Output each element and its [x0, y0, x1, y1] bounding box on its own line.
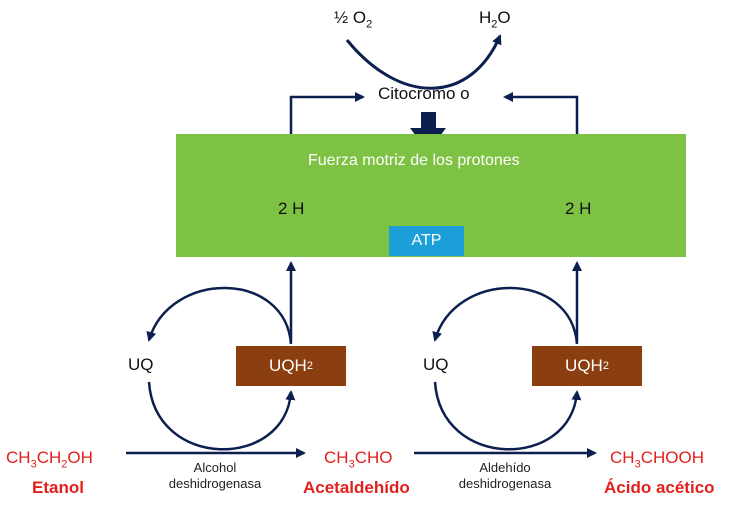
acetic-acid-name: Ácido acético — [604, 478, 715, 497]
right-cycle-lower-arc — [433, 381, 582, 451]
acetic-acid-formula: CH3CHOOH — [610, 448, 704, 471]
acetaldehyde-formula: CH3CHO — [324, 448, 393, 471]
cytochrome-to-band-thick-arrow — [410, 112, 446, 152]
acetaldehyde-name: Acetaldehído — [303, 478, 410, 497]
right-cycle-upper-arc — [432, 286, 579, 345]
left-cycle-lower-arc — [147, 381, 296, 451]
right-protons-label: 2 H — [565, 199, 592, 218]
band-title: Fuerza motriz de los protones — [308, 152, 520, 169]
uq-label-left: UQ — [128, 355, 154, 374]
water-label: H2O — [479, 8, 511, 31]
cytochrome-label: Citocromo o — [378, 84, 470, 103]
ethanol-name: Etanol — [32, 478, 84, 497]
left-cycle-upper-arc — [146, 286, 293, 345]
uq-label-right: UQ — [423, 355, 449, 374]
left-protons-label: 2 H — [278, 199, 305, 218]
oxygen-to-water-arc — [345, 34, 502, 90]
oxygen-label: ½ O2 — [334, 8, 373, 31]
ethanol-formula: CH3CH2OH — [6, 448, 93, 471]
atp-box: ATP — [389, 226, 464, 256]
